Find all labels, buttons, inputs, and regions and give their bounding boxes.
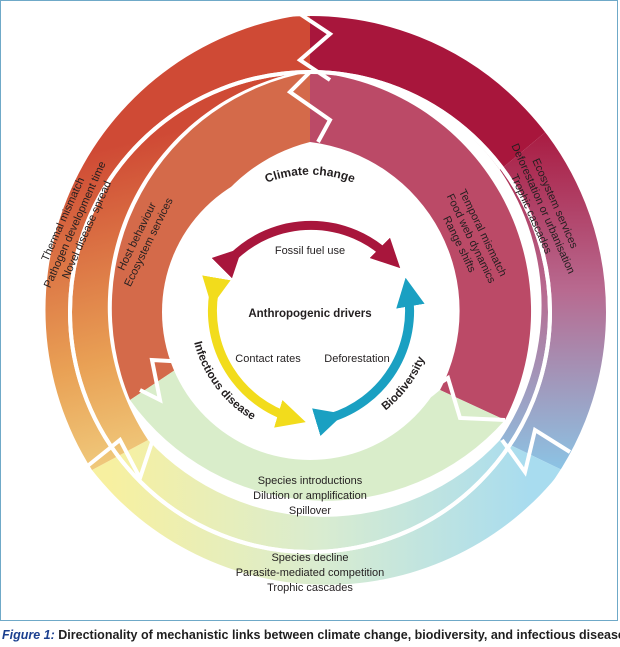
figure-caption: Figure 1: Directionality of mechanistic … [2,628,620,642]
center-title: Anthropogenic drivers [248,308,371,320]
svg-text:Species decline: Species decline [271,552,348,564]
outer-ring-sector-right [500,130,609,470]
svg-text:Trophic cascades: Trophic cascades [267,582,353,594]
svg-text:Parasite-mediated competition: Parasite-mediated competition [236,567,385,579]
middle-ring-left [111,72,311,400]
biodiversity-arrow [312,277,425,436]
outer-ring-sector-climate [310,13,548,170]
middle-bottom-text: Species introductions Dilution or amplif… [253,475,367,517]
svg-text:Dilution or amplification: Dilution or amplification [253,490,367,502]
deforestation-label: Deforestation [324,353,389,365]
outer-ring-sector-bottom [92,440,562,585]
caption-text: Directionality of mechanistic links betw… [58,628,620,642]
climate-change-arrow [211,220,401,279]
outer-ring-sector-left [45,14,311,470]
figure-label: Figure 1: [2,628,55,642]
infectious-disease-arrow [202,275,306,428]
svg-text:Species introductions: Species introductions [258,475,363,487]
middle-ring-bottom [130,360,505,501]
middle-ring-right [310,72,532,420]
fossil-fuel-use-label: Fossil fuel use [275,245,345,257]
contact-rates-label: Contact rates [235,353,301,365]
outer-bottom-text: Species decline Parasite-mediated compet… [236,552,385,594]
svg-text:Spillover: Spillover [289,505,332,517]
ring-dividers [10,12,610,612]
outer-ring [45,13,609,585]
mechanistic-links-diagram: Climate change Infectious disease Biodiv… [10,12,610,612]
